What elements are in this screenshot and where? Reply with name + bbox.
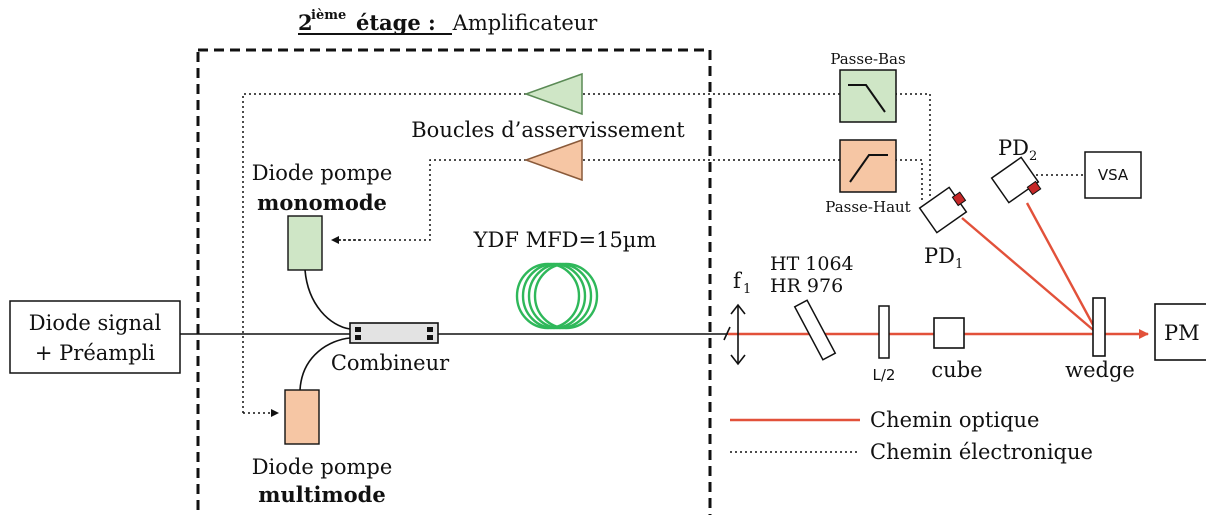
photodiode-pd1 [918, 186, 968, 234]
wedge [1092, 297, 1106, 357]
pd1-label: PD [924, 244, 955, 268]
lowpass-icon [848, 84, 886, 113]
vsa-box [1084, 151, 1142, 199]
fiber-end-cleave [723, 326, 731, 341]
pump-mono-label-1: Diode pompe [252, 161, 393, 185]
combiner [349, 322, 439, 344]
fiber-label: YDF MFD=15µm [473, 228, 657, 252]
pump-multi-label-2: multimode [258, 482, 385, 507]
highpass-filter [839, 139, 897, 193]
stage-title: 2 ième étage : Amplificateur [298, 8, 598, 35]
pd2-label-sub: 2 [1029, 149, 1037, 164]
pump-mono-label-2: monomode [257, 190, 387, 215]
fiber-coil [515, 262, 599, 330]
lens-f1 [730, 303, 746, 366]
title-prefix: 2 [298, 10, 313, 35]
lowpass-filter [839, 69, 897, 123]
amplifier-stage-box [196, 48, 712, 515]
power-meter-box [1154, 303, 1206, 361]
pump-fiber-mono [304, 269, 351, 330]
pd2-label: PD [998, 136, 1029, 160]
diode-signal-label-2: + Préampli [35, 341, 155, 365]
legend-optical-label: Chemin optique [870, 408, 1040, 432]
cube-label: cube [931, 358, 982, 382]
legend-electronic-label: Chemin électronique [870, 440, 1093, 464]
vsa-label: VSA [1098, 166, 1129, 184]
wedge-label: wedge [1065, 358, 1135, 382]
lowpass-label: Passe-Bas [830, 50, 905, 68]
feedback-loops-label: Boucles d’asservissement [411, 118, 685, 142]
mirror-label-1: HT 1064 [770, 253, 854, 275]
highpass-icon [849, 154, 888, 183]
optical-beam-pd1 [961, 217, 1099, 335]
title-rest: Amplificateur [446, 11, 598, 35]
electronic-paths [242, 93, 1085, 413]
green-amplifier [523, 72, 583, 116]
lens-label: f [733, 269, 743, 293]
pump-diode-monomode [287, 215, 323, 271]
polarizing-cube [933, 317, 965, 349]
combiner-label: Combineur [331, 351, 450, 375]
photodiode-pd2 [990, 156, 1042, 204]
pd1-label-sub: 1 [955, 257, 963, 272]
half-wave-label: L/2 [873, 366, 896, 384]
diode-signal-label-1: Diode signal [29, 311, 162, 335]
power-meter-label: PM [1164, 321, 1200, 345]
dichroic-mirror [793, 299, 837, 361]
half-wave-plate [878, 305, 890, 359]
diode-signal-box [9, 300, 181, 374]
mirror-label-2: HR 976 [770, 275, 843, 297]
title-word: étage : [356, 10, 436, 35]
pump-multi-label-1: Diode pompe [252, 455, 393, 479]
lens-label-sub: 1 [743, 282, 751, 297]
highpass-label: Passe-Haut [825, 198, 910, 216]
optical-beam-pd2 [1025, 202, 1100, 335]
pump-diode-multimode [284, 389, 320, 445]
pump-fiber-multi [299, 337, 351, 391]
orange-amplifier [523, 138, 583, 182]
title-superscript: ième [311, 8, 346, 23]
